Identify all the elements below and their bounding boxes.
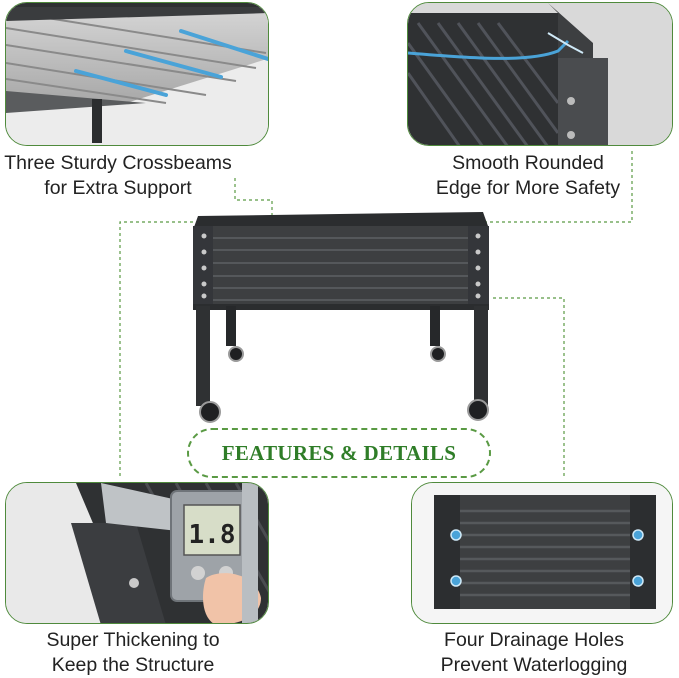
crossbeams-image: [6, 3, 268, 145]
drainage-caption-line1: Four Drainage Holes: [444, 629, 624, 651]
drainage-caption-line2: Prevent Waterlogging: [440, 654, 628, 676]
thickness-caption: Super Thickening to Keep the Structure: [17, 628, 249, 678]
crossbeams-caption-line2: for Extra Support: [44, 177, 192, 199]
rounded-edge-image: [408, 3, 672, 145]
drainage-caption: Four Drainage Holes Prevent Waterlogging: [414, 628, 654, 678]
thickness-image: 1.8: [6, 483, 268, 623]
planter-image: [193, 212, 489, 423]
rounded-edge-caption-line2: Edge for More Safety: [435, 177, 621, 199]
rounded-edge-caption: Smooth Rounded Edge for More Safety: [412, 151, 644, 201]
crossbeams-caption-line1: Three Sturdy Crossbeams: [4, 152, 232, 174]
crossbeams-panel: [5, 2, 269, 146]
drainage-panel: [411, 482, 673, 624]
thickness-caption-line1: Super Thickening to: [46, 629, 220, 651]
features-badge: FEATURES & DETAILS: [187, 428, 491, 478]
crossbeams-caption: Three Sturdy Crossbeams for Extra Suppor…: [0, 151, 236, 201]
thickness-panel: 1.8: [5, 482, 269, 624]
rounded-edge-panel: [407, 2, 673, 146]
drainage-image: [412, 483, 672, 623]
rounded-edge-caption-line1: Smooth Rounded: [452, 152, 604, 174]
caliper-reading: 1.8: [189, 520, 236, 550]
thickness-caption-line2: Keep the Structure: [51, 654, 215, 676]
